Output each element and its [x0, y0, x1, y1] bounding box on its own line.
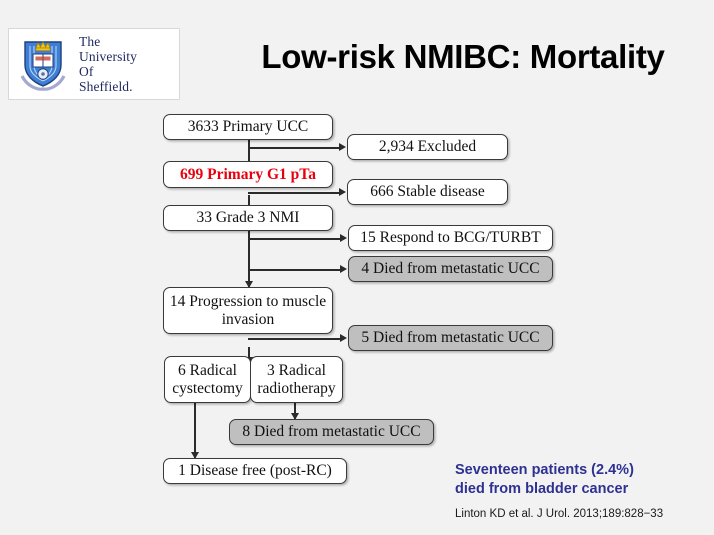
connector-to-died-5 — [248, 338, 341, 340]
arrowhead-to-died-4 — [340, 265, 347, 273]
citation-text: Linton KD et al. J Urol. 2013;189:828−33 — [455, 508, 664, 520]
arrowhead-radiotherapy-to-died-8 — [290, 413, 299, 420]
slide-title: Low-risk NMIBC: Mortality — [261, 38, 665, 75]
connector-ucc-to-g1pta — [248, 138, 250, 164]
logo-line-3: Of — [79, 64, 94, 79]
node-stable-disease[interactable]: 666 Stable disease — [347, 179, 508, 205]
conclusion-line-1: Seventeen patients (2.4%) — [455, 462, 634, 478]
connector-to-respond-bcg — [248, 238, 341, 240]
sheffield-crest-icon — [20, 41, 66, 91]
node-grade-3-nmi[interactable]: 33 Grade 3 NMI — [163, 205, 333, 231]
connector-progression-to-treatment — [248, 347, 250, 366]
node-radical-radiotherapy[interactable]: 3 Radical radiotherapy — [250, 356, 343, 403]
connector-grade3-to-progression — [248, 231, 250, 287]
node-primary-ucc[interactable]: 3633 Primary UCC — [163, 114, 333, 140]
logo-line-2: University — [79, 48, 137, 64]
university-logo-text: The University Of Sheffield. — [79, 34, 137, 94]
connector-to-died-4 — [248, 269, 341, 271]
node-primary-g1-pta[interactable]: 699 Primary G1 pTa — [163, 161, 333, 188]
arrowhead-grade3-to-progression — [244, 281, 253, 288]
node-died-4[interactable]: 4 Died from metastatic UCC — [348, 256, 553, 282]
connector-cystectomy-to-disease-free — [194, 402, 196, 458]
node-progression-muscle-invasion[interactable]: 14 Progression to muscle invasion — [163, 287, 333, 334]
conclusion-text: Seventeen patients (2.4%) died from blad… — [455, 461, 705, 498]
node-respond-bcg-turbt[interactable]: 15 Respond to BCG/TURBT — [348, 225, 553, 251]
conclusion-line-2: died from bladder cancer — [455, 480, 629, 497]
connector-to-stable-disease — [248, 192, 340, 194]
arrowhead-to-stable-disease — [339, 188, 346, 196]
node-died-8[interactable]: 8 Died from metastatic UCC — [229, 419, 434, 445]
arrowhead-to-died-5 — [340, 334, 347, 342]
logo-line-1: The — [79, 33, 101, 49]
node-radical-cystectomy[interactable]: 6 Radical cystectomy — [164, 356, 251, 403]
connector-to-excluded — [248, 147, 340, 149]
node-excluded[interactable]: 2,934 Excluded — [347, 134, 508, 160]
university-logo: The University Of Sheffield. — [8, 28, 180, 100]
node-died-5[interactable]: 5 Died from metastatic UCC — [348, 325, 553, 351]
node-disease-free[interactable]: 1 Disease free (post-RC) — [163, 458, 347, 484]
arrowhead-to-excluded — [339, 143, 346, 151]
logo-line-4: Sheffield. — [79, 79, 133, 95]
connector-radiotherapy-to-died-8 — [294, 402, 296, 420]
arrowhead-to-respond-bcg — [340, 234, 347, 242]
arrowhead-cystectomy-to-disease-free — [190, 452, 199, 459]
